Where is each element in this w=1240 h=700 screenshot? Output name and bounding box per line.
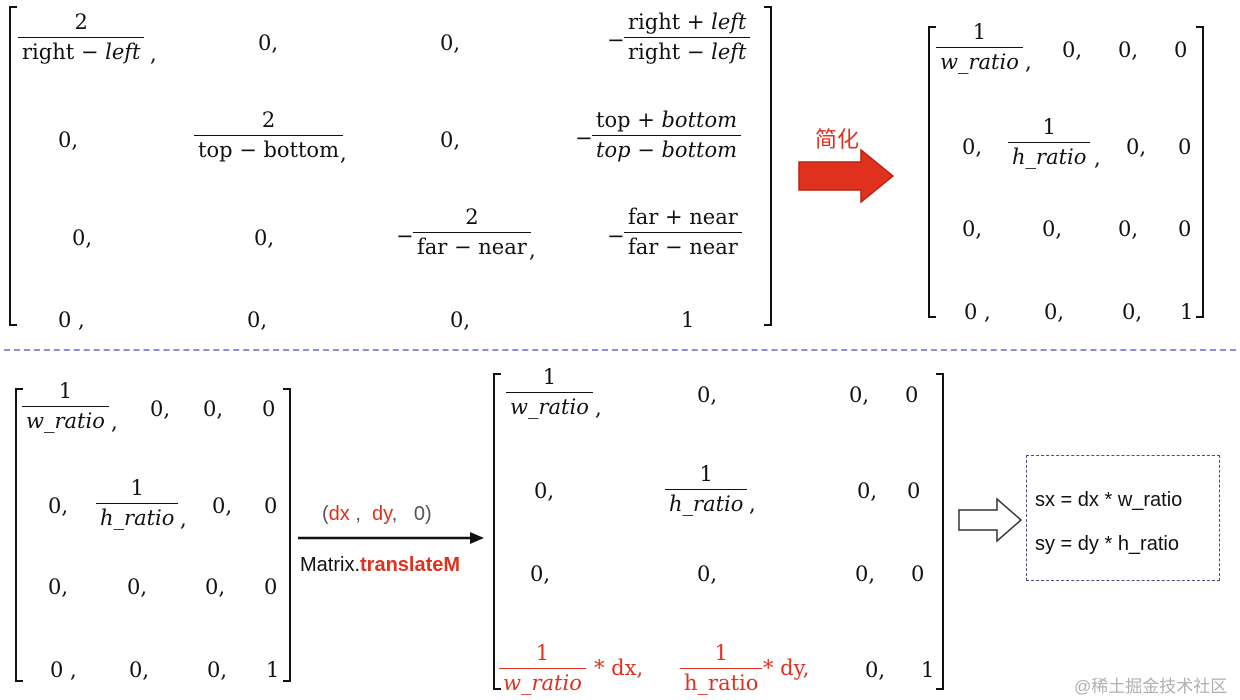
matrix-cell: 0, [857, 479, 878, 503]
left-bracket [493, 373, 501, 690]
comma: , [111, 410, 118, 434]
matrix-cell: 0, [58, 128, 79, 152]
minus-sign: − [575, 126, 593, 150]
comma: , [1025, 50, 1032, 74]
watermark: @稀土掘金技术社区 [1074, 677, 1228, 696]
matrix-cell-fraction: 2 right − left [18, 12, 145, 63]
matrix-cell-fraction: 2 top − bottom [194, 110, 343, 161]
matrix-cell-fraction: 2 far − near [413, 207, 531, 258]
translate-arrow-icon [298, 532, 484, 544]
sx-formula: sx = dx * w_ratio [1035, 489, 1183, 511]
matrix-cell: 0, [534, 479, 555, 503]
matrix-cell-fraction: top + bottom top − bottom [592, 110, 742, 161]
matrix-cell: 0, [865, 658, 886, 682]
comma: , [180, 507, 187, 531]
matrix-cell: 0, [855, 562, 876, 586]
matrix-cell: 0, [440, 128, 461, 152]
matrix-cell: 0 , [964, 300, 991, 324]
matrix-cell: 1 [266, 658, 280, 682]
section-divider [4, 349, 1236, 351]
minus-sign: − [396, 224, 414, 248]
matrix-cell: 0, [1122, 300, 1143, 324]
minus-sign: − [607, 28, 625, 52]
matrix-cell: 0, [530, 562, 551, 586]
matrix-cell: 0, [72, 226, 93, 250]
matrix-cell-fraction: 1 w_ratio [506, 367, 593, 418]
matrix-cell: 0, [440, 31, 461, 55]
matrix-cell: 0 [1178, 217, 1192, 241]
matrix-cell: 0 , [58, 308, 85, 332]
matrix-cell-fraction: far + near far − near [624, 207, 742, 258]
matrix-cell: 0, [697, 562, 718, 586]
matrix-cell: 0, [212, 494, 233, 518]
matrix-cell: 0, [48, 575, 69, 599]
matrix-cell-fraction: 1 w_ratio [936, 22, 1023, 73]
comma: , [749, 492, 756, 516]
right-bracket [764, 6, 772, 326]
matrix-cell: 0, [207, 658, 228, 682]
left-bracket [15, 388, 23, 682]
simplify-label: 简化 [815, 127, 860, 152]
comma: , [340, 141, 347, 165]
matrix-cell: 0, [127, 575, 148, 599]
matrix-cell: 0 [264, 575, 278, 599]
matrix-cell: 0, [258, 31, 279, 55]
matrix-cell: 0, [1118, 38, 1139, 62]
matrix-cell: 0, [1126, 135, 1147, 159]
comma: , [1094, 146, 1101, 170]
translate-params: (dx , dy, 0) [322, 503, 432, 525]
hollow-arrow-icon [958, 497, 1023, 543]
matrix-cell: 0 [262, 397, 276, 421]
minus-sign: − [607, 224, 625, 248]
matrix-cell: 0, [1118, 217, 1139, 241]
left-bracket [928, 26, 936, 318]
matrix-cell: 0, [849, 383, 870, 407]
translate-call: Matrix.translateM [300, 554, 461, 576]
matrix-cell: 0 [1174, 38, 1188, 62]
matrix-cell-fraction: 1 h_ratio [665, 464, 748, 515]
matrix-cell: 0 [1178, 135, 1192, 159]
left-bracket [9, 6, 17, 326]
matrix-cell: 0, [150, 397, 171, 421]
matrix-cell: 0 , [50, 658, 77, 682]
sy-formula: sy = dy * h_ratio [1035, 533, 1179, 555]
right-bracket [283, 388, 291, 682]
matrix-cell-fraction: right + left right − left [624, 12, 751, 63]
matrix-cell: 1 [921, 658, 935, 682]
matrix-cell: 0, [48, 494, 69, 518]
matrix-cell: 0 [905, 383, 919, 407]
matrix-cell: 0, [962, 217, 983, 241]
matrix-cell: 0, [254, 226, 275, 250]
matrix-cell-fraction: 1 w_ratio [22, 381, 109, 432]
matrix-cell: 1 [681, 308, 695, 332]
comma: , [150, 42, 157, 66]
right-bracket [1196, 26, 1204, 318]
matrix-cell: 0 [907, 479, 921, 503]
matrix-cell: 0, [450, 308, 471, 332]
matrix-cell: 0, [962, 135, 983, 159]
dy-term: * dy, [763, 656, 810, 680]
matrix-cell: 0 [911, 562, 925, 586]
matrix-cell-fraction: 1 h_ratio [680, 643, 763, 694]
comma: , [595, 396, 602, 420]
matrix-cell: 0, [203, 397, 224, 421]
comma: , [529, 238, 536, 262]
matrix-cell: 1 [1180, 300, 1194, 324]
right-bracket [936, 373, 944, 690]
matrix-cell: 0, [205, 575, 226, 599]
matrix-cell-fraction: 1 h_ratio [96, 478, 179, 529]
dx-term: * dx, [594, 656, 644, 680]
matrix-cell-fraction: 1 w_ratio [499, 643, 586, 694]
right-arrow-icon [798, 148, 895, 204]
matrix-cell-fraction: 1 h_ratio [1008, 117, 1091, 168]
matrix-cell: 0, [129, 658, 150, 682]
matrix-cell: 0, [1042, 217, 1063, 241]
matrix-cell: 0, [697, 383, 718, 407]
matrix-cell: 0, [247, 308, 268, 332]
matrix-cell: 0 [264, 494, 278, 518]
matrix-cell: 0, [1044, 300, 1065, 324]
matrix-cell: 0, [1062, 38, 1083, 62]
result-box: sx = dx * w_ratio sy = dy * h_ratio [1026, 455, 1220, 581]
